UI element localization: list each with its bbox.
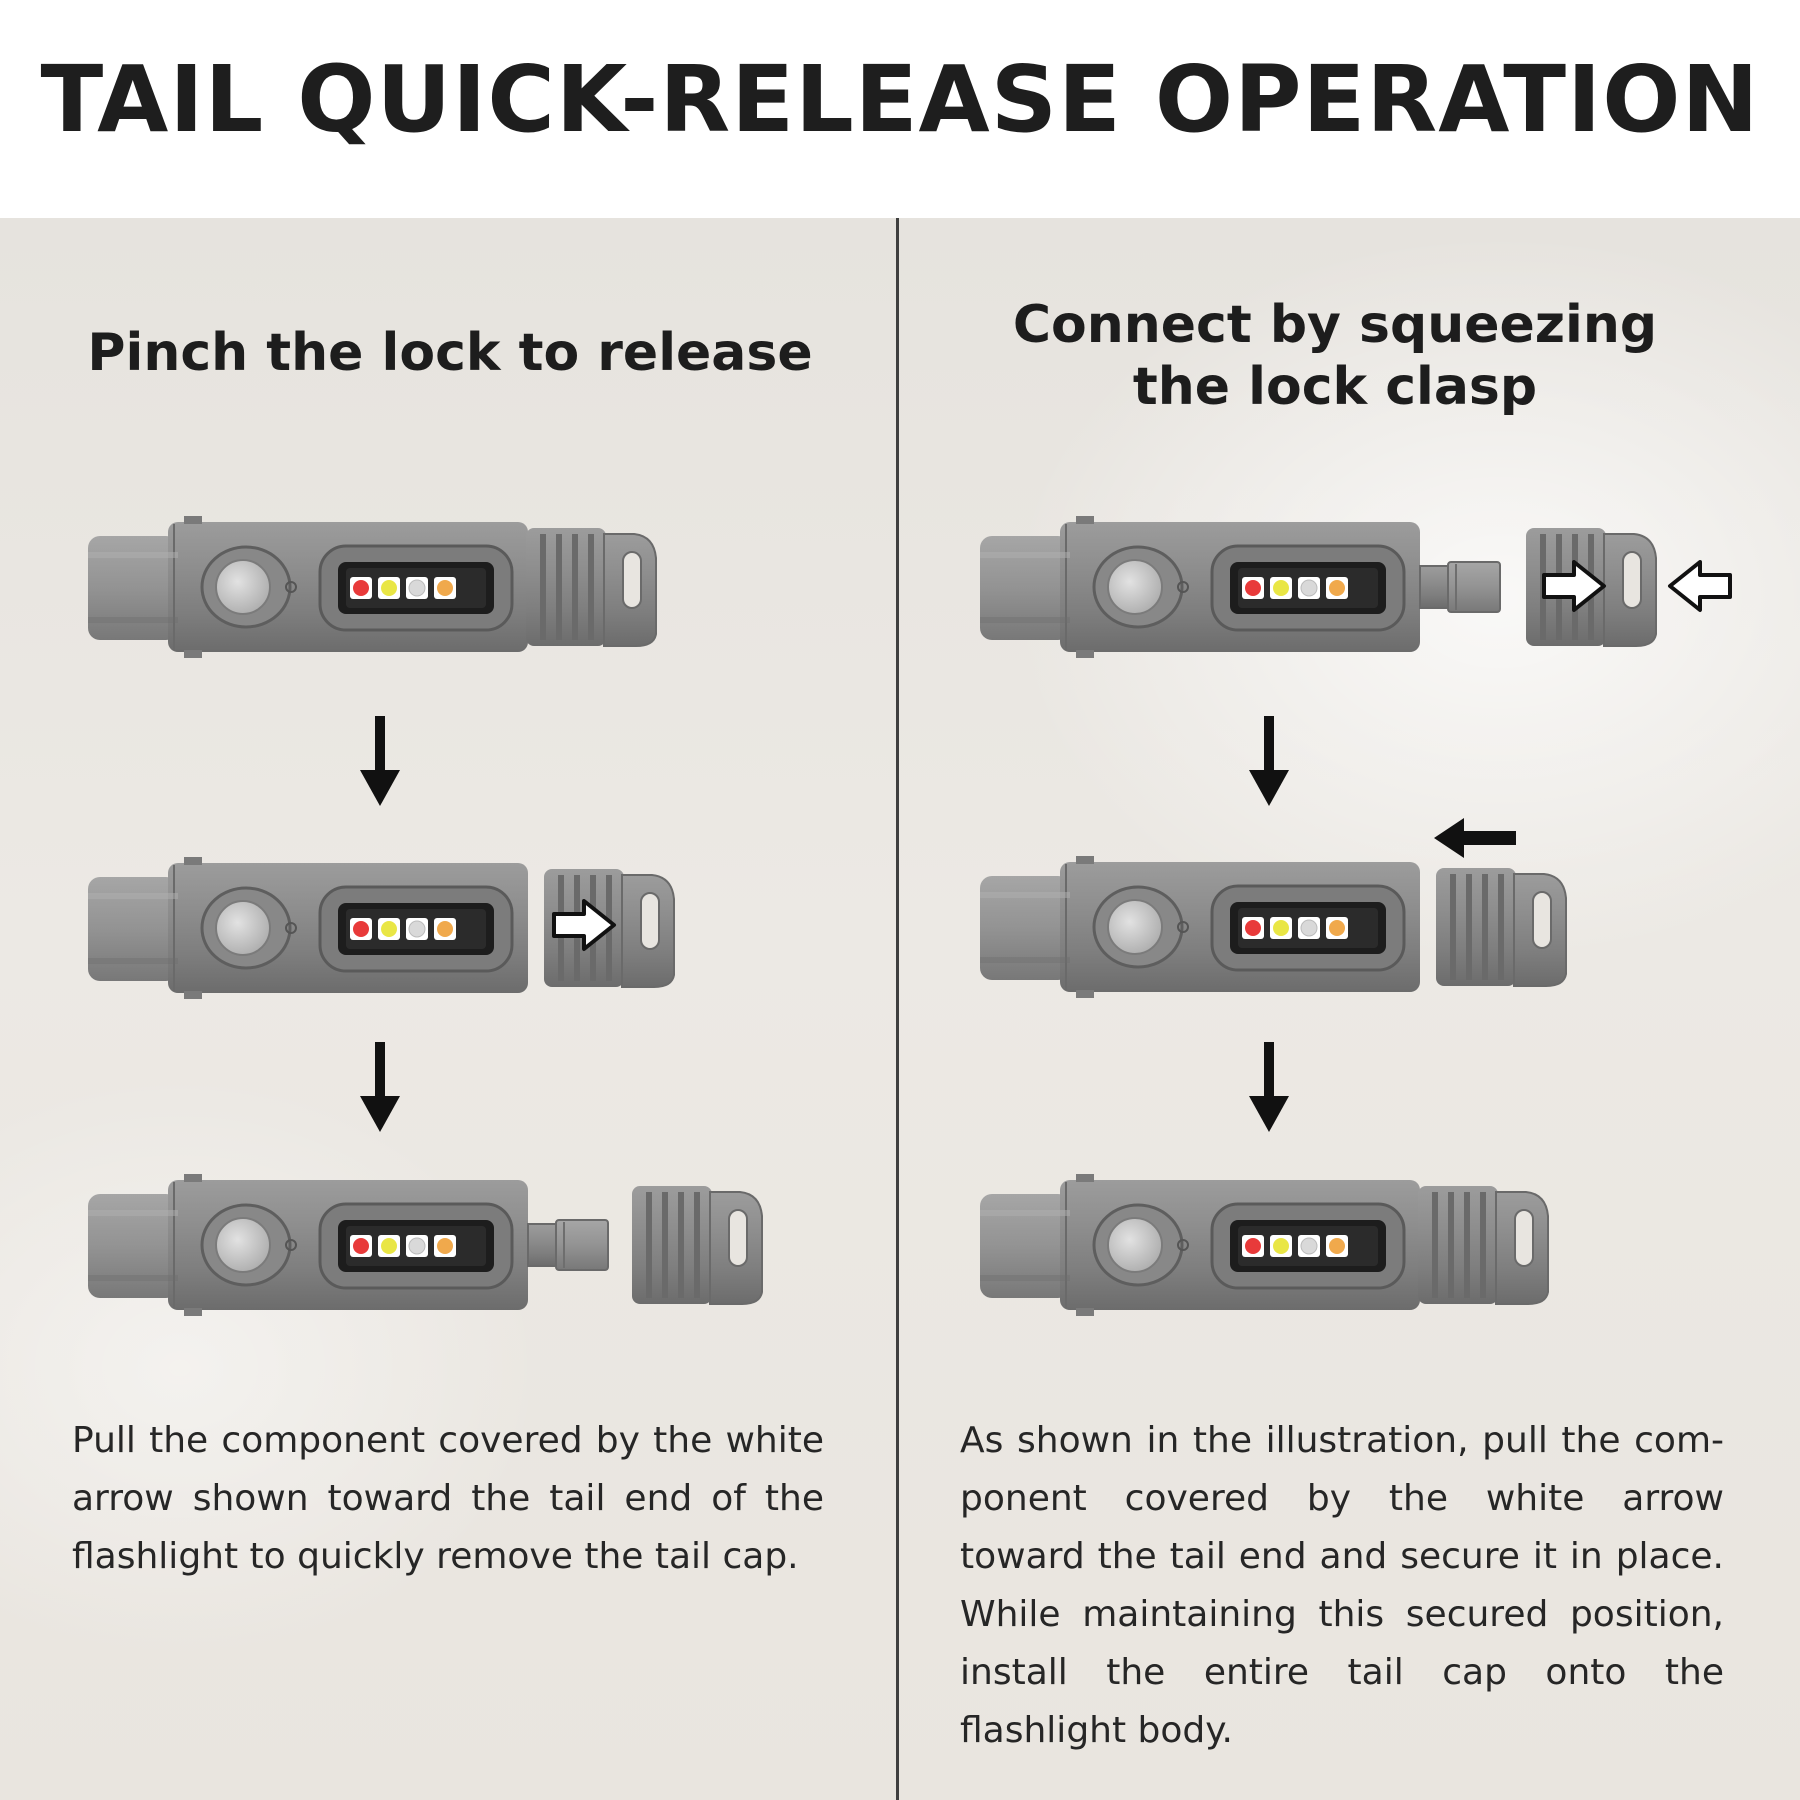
panel-divider: [896, 218, 899, 1800]
left-panel-heading: Pinch the lock to release: [87, 323, 813, 383]
left-panel-description: Pull the component covered by the white …: [72, 1420, 824, 1577]
left-down-arrow-1: [360, 716, 400, 806]
left-step2-flashlight: [86, 855, 675, 1001]
right-heading-line-2: the lock clasp: [1132, 357, 1538, 417]
push-left-arrow: [1434, 818, 1516, 858]
right-down-arrow-1: [1249, 716, 1289, 806]
page-title: TAIL QUICK-RELEASE OPERATION: [40, 45, 1760, 153]
right-step1-flashlight: [978, 514, 1732, 660]
left-step1-flashlight: [86, 514, 657, 660]
content-area: [0, 218, 1800, 1800]
right-panel-heading: Connect by squeezing the lock clasp: [940, 294, 1730, 418]
header: TAIL QUICK-RELEASE OPERATION: [0, 0, 1800, 218]
right-step2-flashlight: [978, 854, 1567, 1000]
left-down-arrow-2: [360, 1042, 400, 1132]
left-step3-flashlight: [86, 1172, 763, 1318]
right-down-arrow-2: [1249, 1042, 1289, 1132]
right-step3-flashlight: [978, 1172, 1549, 1318]
right-panel-description: As shown in the illustration, pull the c…: [960, 1420, 1724, 1751]
right-heading-line-1: Connect by squeezing: [1012, 295, 1658, 355]
